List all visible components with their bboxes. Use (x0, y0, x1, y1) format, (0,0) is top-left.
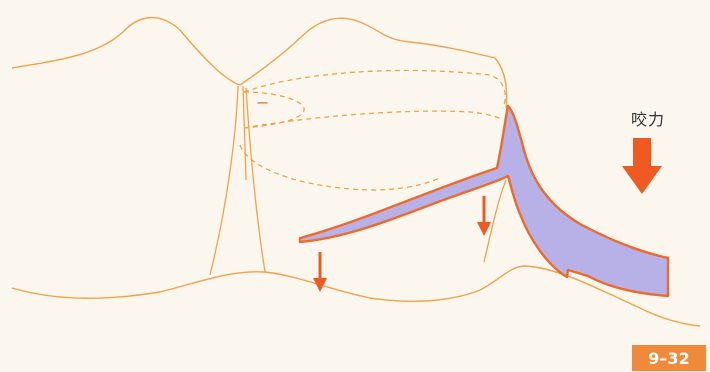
figure-number-badge: 9–32 (632, 345, 706, 371)
minus-sign: − (256, 93, 269, 112)
contact-line-right (246, 88, 265, 272)
force-label: 咬力 (631, 106, 665, 130)
down-arrow-middle-icon (477, 196, 491, 236)
contact-line-center (243, 86, 246, 180)
right-crown-outline (240, 18, 507, 108)
dashed-cavity-mid (244, 111, 503, 128)
contact-line-left (210, 86, 238, 275)
force-arrow-icon (622, 138, 662, 194)
dashed-cavity-upper (244, 70, 505, 108)
crest-bump (484, 180, 506, 262)
left-crown-outline (12, 18, 240, 85)
dashed-cavity-lower (240, 145, 440, 190)
